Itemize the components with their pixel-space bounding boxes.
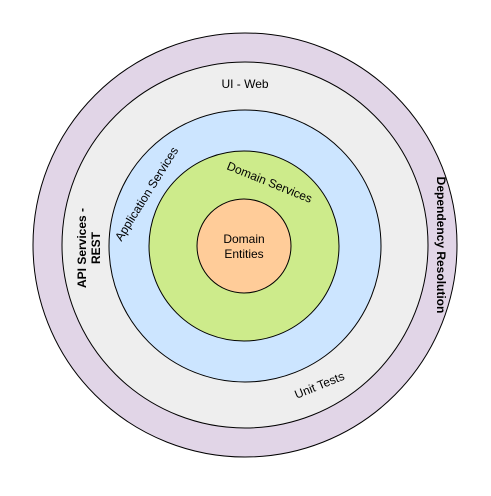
label-domain-entities: Domain Entities (223, 232, 264, 261)
label-api-services-line2: REST (89, 231, 103, 264)
label-domain-entities-line1: Domain (223, 232, 264, 246)
core-domain-entities (196, 198, 292, 294)
label-api-services-rest: API Services - REST (75, 208, 103, 288)
label-dependency-resolution: Dependency Resolution (434, 177, 448, 314)
label-ui-web: UI - Web (221, 77, 268, 91)
label-domain-entities-line2: Entities (224, 247, 263, 261)
label-api-services-line1: API Services - (75, 208, 89, 288)
